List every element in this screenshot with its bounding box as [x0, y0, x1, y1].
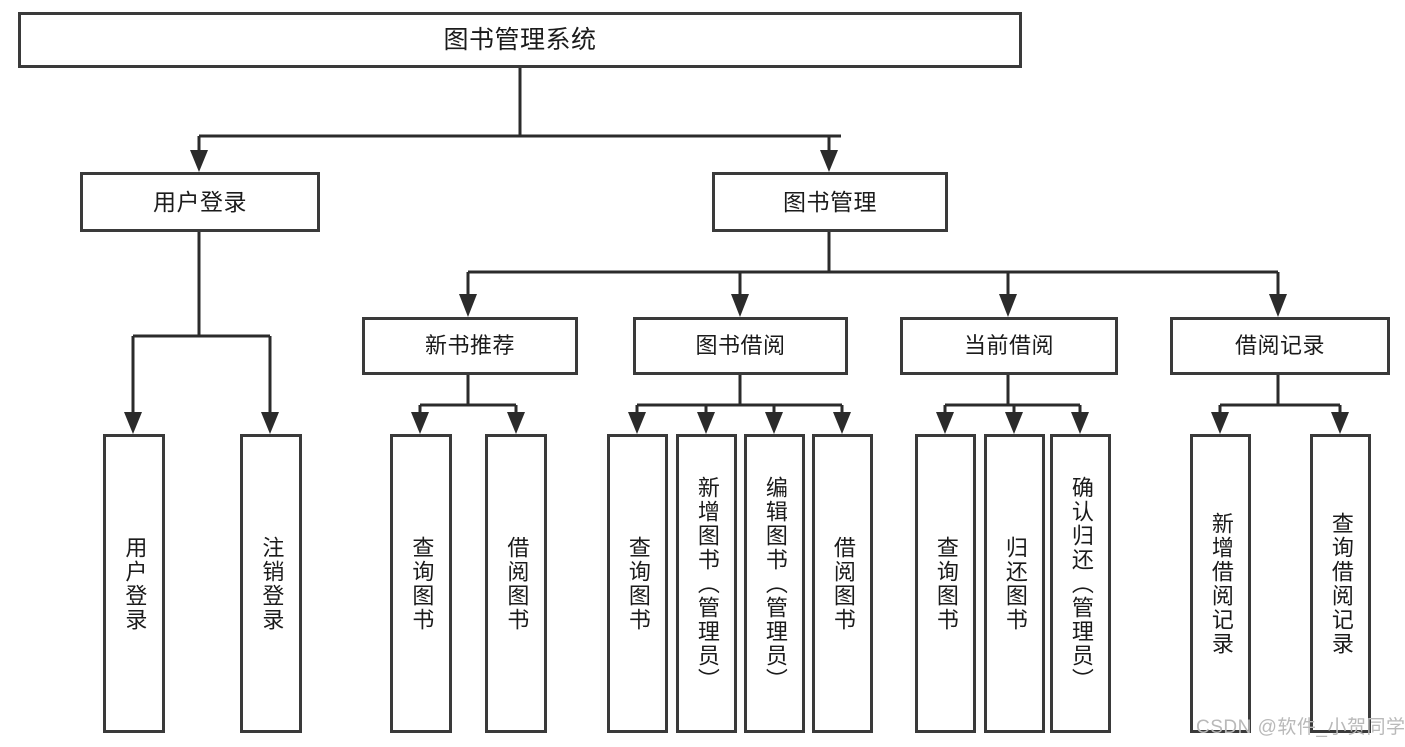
- node-label: 编辑图书（管理员）: [762, 475, 788, 692]
- node-label: 确认归还（管理员）: [1068, 475, 1094, 692]
- arrowhead-leaf-5: [628, 412, 646, 434]
- node-label: 注销登录: [259, 535, 285, 632]
- node-label: 当前借阅: [963, 333, 1054, 359]
- leaf-query-borrow-record[interactable]: 查询借阅记录: [1310, 434, 1371, 733]
- arrowhead-current-borrow: [999, 294, 1017, 317]
- arrowhead-leaf-10: [1005, 412, 1023, 434]
- arrowhead-leaf-6: [697, 412, 715, 434]
- node-book-borrow[interactable]: 图书借阅: [633, 317, 848, 375]
- leaf-query-book-new[interactable]: 查询图书: [390, 434, 452, 733]
- node-label: 借阅图书: [504, 535, 530, 632]
- arrowhead-leaf-12: [1211, 412, 1229, 434]
- node-root-system[interactable]: 图书管理系统: [18, 12, 1022, 68]
- leaf-confirm-return-admin[interactable]: 确认归还（管理员）: [1050, 434, 1111, 733]
- node-label: 借阅图书: [830, 535, 856, 632]
- arrowhead-borrow-record: [1269, 294, 1287, 317]
- arrowhead-new-books: [459, 294, 477, 317]
- node-label: 借阅记录: [1234, 333, 1325, 359]
- node-user-login[interactable]: 用户登录: [80, 172, 320, 232]
- node-book-management[interactable]: 图书管理: [712, 172, 948, 232]
- leaf-return-book[interactable]: 归还图书: [984, 434, 1045, 733]
- node-label: 新增图书（管理员）: [694, 475, 720, 692]
- node-label: 新增借阅记录: [1208, 511, 1234, 656]
- leaf-query-book-borrow[interactable]: 查询图书: [607, 434, 668, 733]
- arrowhead-leaf-3: [411, 412, 429, 434]
- arrowhead-leaf-13: [1331, 412, 1349, 434]
- node-label: 图书管理: [783, 188, 877, 215]
- arrowhead-user-login: [190, 150, 208, 172]
- leaf-borrow-book[interactable]: 借阅图书: [812, 434, 873, 733]
- node-label: 图书管理系统: [443, 25, 597, 54]
- node-label: 查询图书: [409, 535, 435, 632]
- leaf-query-book-current[interactable]: 查询图书: [915, 434, 976, 733]
- node-label: 归还图书: [1002, 535, 1028, 632]
- arrowhead-leaf-1: [124, 412, 142, 434]
- arrowhead-leaf-4: [507, 412, 525, 434]
- leaf-user-login[interactable]: 用户登录: [103, 434, 165, 733]
- leaf-add-borrow-record[interactable]: 新增借阅记录: [1190, 434, 1251, 733]
- node-label: 查询图书: [625, 535, 651, 632]
- arrowhead-leaf-8: [833, 412, 851, 434]
- node-label: 新书推荐: [424, 333, 515, 359]
- arrowhead-book-manage: [820, 150, 838, 172]
- node-new-book-recommend[interactable]: 新书推荐: [362, 317, 578, 375]
- leaf-borrow-book-new[interactable]: 借阅图书: [485, 434, 547, 733]
- node-borrow-record[interactable]: 借阅记录: [1170, 317, 1390, 375]
- leaf-edit-book-admin[interactable]: 编辑图书（管理员）: [744, 434, 805, 733]
- arrowhead-leaf-9: [936, 412, 954, 434]
- node-label: 用户登录: [153, 188, 247, 215]
- arrowhead-leaf-2: [261, 412, 279, 434]
- node-label: 用户登录: [122, 535, 148, 632]
- node-label: 查询借阅记录: [1328, 511, 1354, 656]
- arrowhead-leaf-11: [1071, 412, 1089, 434]
- arrowhead-borrow-books: [731, 294, 749, 317]
- node-current-borrow[interactable]: 当前借阅: [900, 317, 1118, 375]
- node-label: 查询图书: [933, 535, 959, 632]
- arrowhead-leaf-7: [765, 412, 783, 434]
- leaf-logout[interactable]: 注销登录: [240, 434, 302, 733]
- node-label: 图书借阅: [695, 333, 786, 359]
- leaf-add-book-admin[interactable]: 新增图书（管理员）: [676, 434, 737, 733]
